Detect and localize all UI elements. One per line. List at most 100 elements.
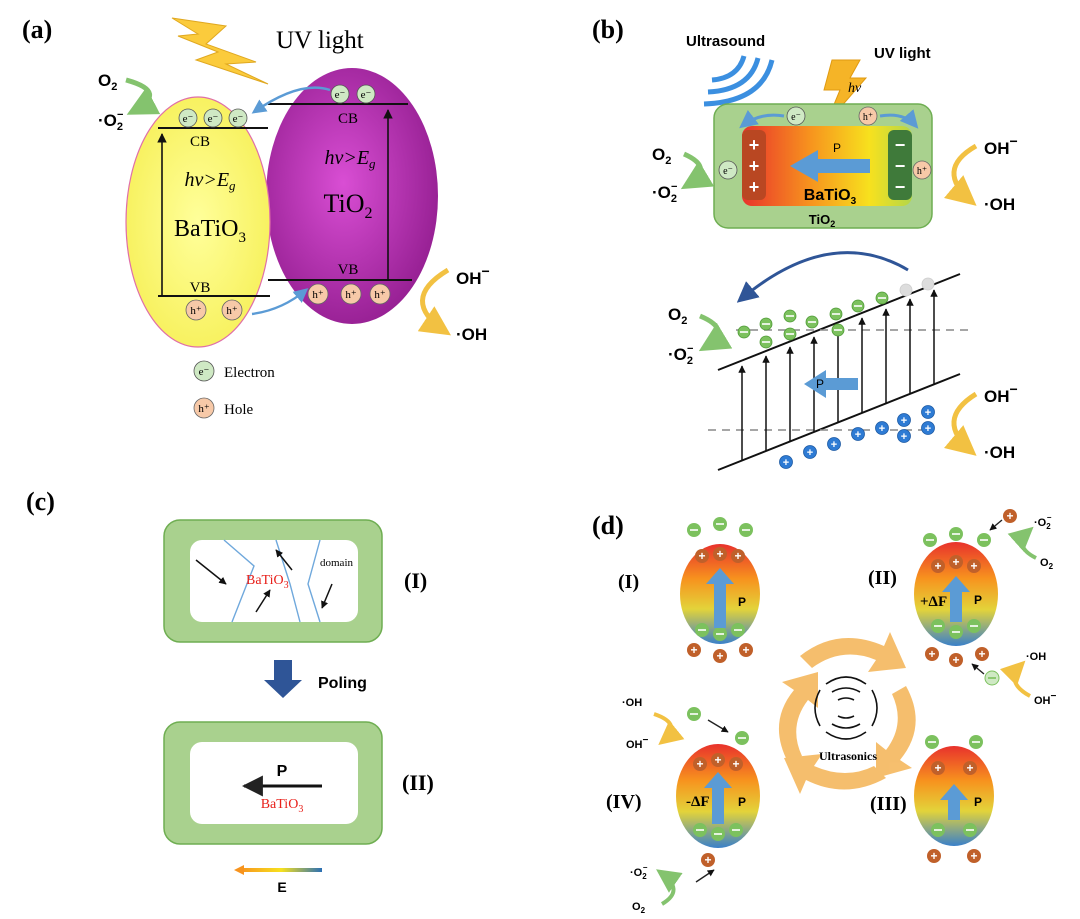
panel-a-oh-radical: ·OH [456, 325, 487, 344]
panel-c: (c) BaTiO3 domain (I) Poling P BaTiO3 (I… [26, 487, 434, 895]
tio2-holes: h⁺ h⁺ h⁺ [307, 283, 391, 305]
svg-text:+: + [807, 447, 813, 459]
panel-d-oh-arrow-bottom [653, 712, 685, 746]
svg-text:P: P [738, 595, 746, 609]
panel-a-label: (a) [22, 15, 52, 44]
panel-b-electron-side [718, 160, 738, 180]
svg-text:+: + [925, 423, 931, 435]
poling-label: Poling [318, 675, 367, 692]
panel-d-superoxide-top: ·O2− [1034, 513, 1052, 531]
poled-p-label: P [277, 763, 288, 780]
svg-text:h⁺: h⁺ [863, 112, 873, 123]
svg-text:+: + [749, 177, 760, 197]
panel-b-oh-arrow [943, 143, 978, 206]
panel-d-o2-arrow-bottom [656, 869, 683, 906]
state-i-label: (I) [404, 568, 427, 593]
panel-b-hole-side [912, 160, 932, 180]
svg-text:e⁻: e⁻ [723, 166, 733, 177]
unpoled-core [190, 540, 358, 622]
svg-text:+ΔF: +ΔF [920, 594, 947, 610]
state-ii-label: (II) [402, 770, 434, 795]
electron-legend-label: Electron [224, 365, 275, 381]
tio2-cb-label: CB [338, 111, 358, 127]
band-superoxide: ·O2− [668, 343, 693, 367]
panel-d-o2-bottom: O2 [632, 901, 646, 915]
batio3-label: BaTiO3 [174, 216, 246, 246]
panel-a-oh-minus: OH− [456, 263, 490, 288]
svg-text:+: + [716, 649, 723, 663]
band-lower-line [717, 373, 961, 471]
panel-d-oh-minus-top: OH− [1034, 691, 1057, 707]
svg-text:e⁻: e⁻ [361, 89, 372, 101]
band-oh-minus: OH− [984, 381, 1018, 406]
svg-text:e⁻: e⁻ [233, 113, 244, 125]
panel-b-o2-arrow [680, 151, 715, 190]
panel-d-label: (d) [592, 511, 624, 540]
svg-text:+: + [732, 757, 739, 771]
egg-state-iv: +++ P -ΔF + [676, 707, 760, 883]
svg-text:+: + [925, 407, 931, 419]
panel-b-electron-top [786, 106, 806, 126]
svg-text:+: + [855, 429, 861, 441]
svg-text:e⁻: e⁻ [199, 366, 210, 378]
poled-core [190, 742, 358, 824]
panel-b-oh-minus: OH− [984, 133, 1018, 158]
svg-text:P: P [974, 593, 982, 607]
svg-text:+: + [952, 555, 959, 569]
svg-text:P: P [738, 795, 746, 809]
band-upper-line [717, 273, 961, 371]
panel-b-superoxide: ·O2− [652, 181, 677, 205]
panel-a-oh-oxidation-arrow [417, 267, 451, 336]
tio2-label: TiO2 [324, 189, 373, 222]
panel-d-superoxide-bottom: ·O2− [630, 863, 648, 881]
svg-text:+: + [1006, 509, 1013, 523]
panel-a-superoxide: ·O2− [98, 109, 123, 133]
panel-b-o2: O2 [652, 145, 671, 167]
band-polarization-arrow [804, 370, 858, 398]
svg-text:+: + [716, 547, 723, 561]
band-p-label: P [816, 377, 824, 391]
panel-d-state-i: (I) [618, 571, 639, 593]
electron-transfer-arrow [251, 86, 331, 114]
panel-b-polarization-arrow [790, 150, 870, 182]
svg-text:+: + [934, 761, 941, 775]
e-field-label: E [277, 879, 286, 895]
svg-text:+: + [696, 757, 703, 771]
svg-text:+: + [978, 647, 985, 661]
panel-d: (d) Ultrasonics +++ P [592, 509, 1057, 915]
panel-b-label: (b) [592, 15, 624, 44]
svg-text:−: − [895, 156, 906, 176]
svg-text:+: + [928, 647, 935, 661]
panel-b-hole-top [858, 106, 878, 126]
ultrasound-waves-icon [703, 55, 775, 107]
svg-text:+: + [966, 761, 973, 775]
panel-c-label: (c) [26, 487, 55, 516]
svg-text:+: + [749, 156, 760, 176]
svg-text:+: + [952, 653, 959, 667]
panel-b-oh-radical: ·OH [984, 195, 1015, 214]
tio2-vb-label: VB [338, 262, 359, 278]
svg-text:−: − [895, 135, 906, 155]
svg-text:h⁺: h⁺ [374, 289, 386, 301]
tio2-hv-eg: hν>Eg [324, 147, 376, 171]
svg-text:+: + [734, 549, 741, 563]
panel-b-hv: hν [848, 81, 862, 96]
panel-b-electron-flow-arrow [739, 110, 785, 129]
svg-text:h⁺: h⁺ [226, 305, 238, 317]
panel-b: (b) Ultrasound hν UV light + + + − − − P… [592, 15, 1018, 471]
band-oh-radical: ·OH [984, 443, 1015, 462]
batio3-hv-eg: hν>Eg [184, 169, 236, 193]
panel-b-tio2-label: TiO2 [809, 212, 835, 229]
panel-d-oh-bottom: ·OH [622, 697, 642, 709]
panel-a-o2-reduction-arrow [125, 77, 161, 115]
svg-text:h⁺: h⁺ [917, 166, 927, 177]
e-field-arrowhead [234, 865, 244, 875]
svg-text:+: + [930, 849, 937, 863]
poling-arrow [264, 660, 302, 698]
tio2-electrons: e⁻ e⁻ [330, 84, 376, 104]
svg-text:+: + [749, 135, 760, 155]
positive-charge-column [742, 130, 766, 200]
batio3-electrons: e⁻ e⁻ e⁻ [178, 108, 248, 128]
egg-state-ii: +++ P +ΔF +++ + [914, 509, 1017, 686]
